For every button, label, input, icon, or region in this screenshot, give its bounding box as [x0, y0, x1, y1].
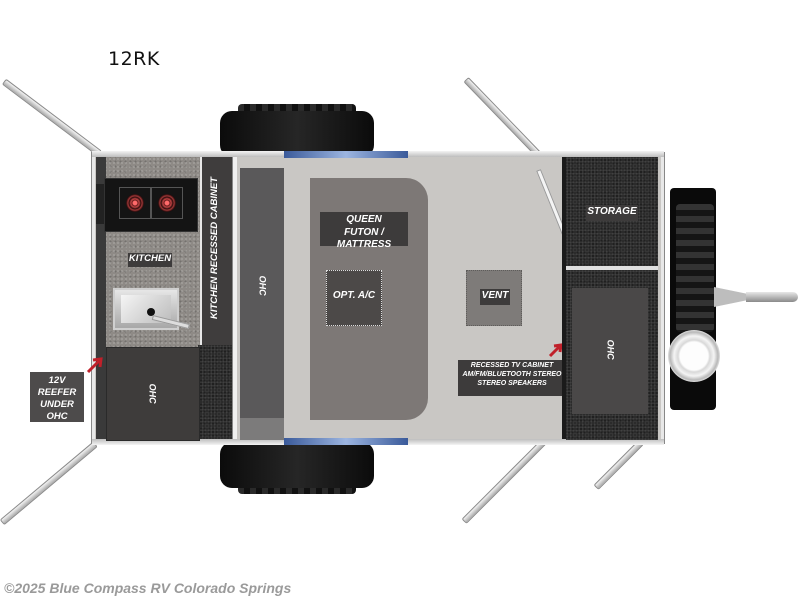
burner-icon [158, 194, 176, 212]
stabilizer-strut-bottom-mid [461, 437, 549, 524]
stabilizer-strut-bottom-left [0, 441, 98, 526]
wheel-icon [220, 442, 374, 488]
hitch-icon [746, 292, 798, 302]
hitch-tongue [714, 287, 748, 307]
sink-icon [113, 288, 190, 330]
kitchen-side-strip [96, 157, 106, 439]
optional-ac-box [326, 270, 382, 326]
model-title: 12RK [108, 48, 160, 70]
tv-label-line1: RECESSED TV CABINET [470, 362, 554, 369]
rear-partition [562, 157, 566, 439]
storage-divider [566, 266, 658, 270]
tv-label-line3: STEREO SPEAKERS [477, 379, 547, 387]
ohc-right-label: OHC [605, 339, 616, 360]
overhead-cabinet-left: OHC [106, 347, 200, 441]
storage-compartment [566, 157, 658, 267]
stove-knobs [96, 184, 106, 224]
spare-tire-icon [676, 204, 714, 332]
interior-wall [232, 157, 237, 439]
kitchen-recessed-cabinet: KITCHEN RECESSED CABINET [200, 157, 236, 345]
wheel-icon [220, 111, 374, 157]
kitchen-label: KITCHEN [128, 253, 172, 267]
pointer-arrow-icon [86, 357, 103, 374]
reefer-callout: 12V REEFER UNDER OHC [30, 372, 84, 422]
recessed-tv-cabinet-label: RECESSED TV CABINET AM/FM/BLUETOOTH STER… [458, 360, 566, 396]
overhead-cabinet-center: OHC [240, 168, 284, 418]
vent-label: VENT [480, 289, 510, 305]
stabilizer-strut-bottom-right [593, 439, 644, 490]
wheel-tread-top [238, 104, 356, 114]
reefer-line1: 12V [48, 375, 66, 386]
overhead-cabinet-right: OHC [572, 288, 648, 414]
ohc-center-label: OHC [257, 275, 268, 296]
stove-icon [104, 178, 198, 232]
queen-label-line2: FUTON / MATTRESS [336, 226, 392, 251]
burner-icon [126, 194, 144, 212]
stabilizer-strut-top-right [463, 77, 543, 159]
reefer-line2: REEFER [37, 386, 77, 398]
fender-bottom [284, 438, 408, 445]
opt-ac-label: OPT. A/C [332, 290, 376, 301]
stabilizer-strut-top-left [1, 78, 102, 157]
tv-label-line2: AM/FM/BLUETOOTH STEREO [462, 370, 562, 378]
kitchen-recessed-cabinet-label: KITCHEN RECESSED CABINET [209, 177, 220, 319]
ohc-left-label: OHC [147, 383, 158, 404]
queen-futon-label: QUEEN FUTON / MATTRESS [320, 212, 408, 250]
storage-label: STORAGE [586, 205, 638, 221]
pointer-arrow-icon [548, 343, 563, 358]
reefer-line3: UNDER OHC [40, 398, 74, 422]
kitchen-floor-dark [198, 345, 232, 439]
watermark: ©2025 Blue Compass RV Colorado Springs [4, 580, 292, 596]
wheel-tread-bottom [238, 484, 356, 494]
ohc-center-end [240, 418, 284, 440]
fender-top [284, 151, 408, 158]
queen-label-line1: QUEEN [346, 214, 382, 225]
jack-icon [668, 330, 720, 382]
